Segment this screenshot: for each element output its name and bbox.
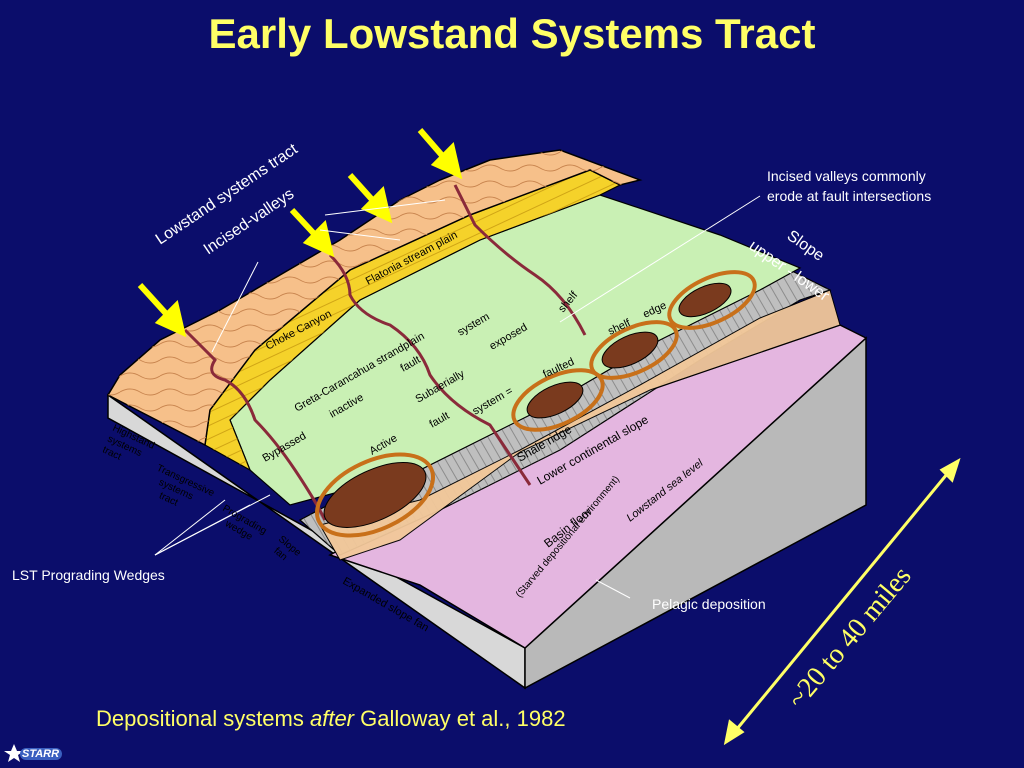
callout-incised-line-1: Incised valleys commonly: [767, 168, 926, 184]
callout-incised-line-2: erode at fault intersections: [767, 188, 932, 204]
slide-title: Early Lowstand Systems Tract: [208, 10, 816, 57]
star-icon: [4, 744, 24, 762]
caption-suffix: Galloway et al., 1982: [354, 706, 566, 731]
source-caption: Depositional systems after Galloway et a…: [96, 706, 566, 732]
lower-slope-apron: [319, 289, 841, 561]
leader-lines: [154, 195, 761, 599]
label-scale: ~20 to 40 miles: [782, 561, 918, 715]
incised-valleys: [183, 184, 587, 521]
svg-text:Prograding wedge: Prograding wedge: [215, 503, 271, 549]
svg-text:Highstand systems: Highstand systems tract: [101, 423, 159, 475]
coastal-plain-texture: [108, 150, 640, 445]
incision-arrows: [137, 128, 463, 338]
scale-arrow: [723, 457, 961, 746]
starr-logo: [4, 744, 62, 762]
callout-lst-wedges: LST Prograding Wedges: [12, 567, 165, 583]
label-slope: Slope: [784, 227, 827, 264]
callout-incised-valleys: Incised valleys commonly erode at fault …: [767, 166, 931, 206]
strandplain-texture: [205, 170, 620, 470]
caption-prefix: Depositional systems: [96, 706, 310, 731]
prograding-fans: [323, 282, 732, 528]
caption-emph: after: [309, 706, 355, 731]
fault-intersection-circles: [315, 270, 757, 538]
callout-pelagic: Pelagic deposition: [652, 596, 766, 612]
svg-text:Slope fan: Slope fan: [268, 534, 305, 570]
logo-text: STARR: [22, 748, 60, 760]
